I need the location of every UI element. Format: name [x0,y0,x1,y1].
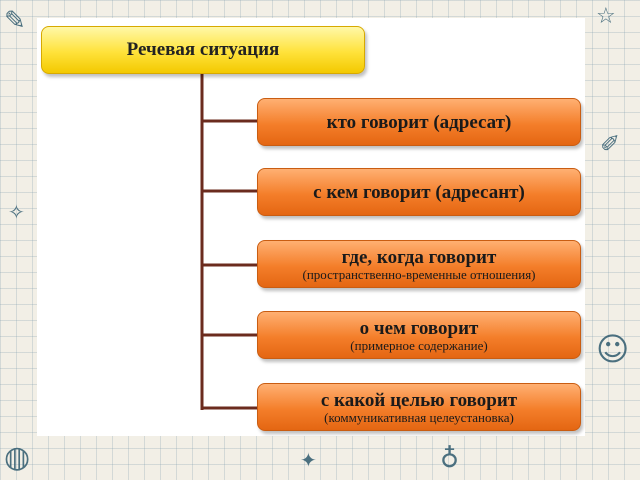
root-node-label: Речевая ситуация [126,39,280,60]
node-sublabel: (примерное содержание) [350,337,488,353]
brush-icon: ✐ [600,130,621,158]
star-icon: ☆ [596,4,616,29]
star-icon: ✧ [8,200,25,224]
node-purpose: с какой целью говорит (коммуникативная ц… [257,383,581,431]
node-label: кто говорит (адресат) [326,111,512,133]
node-label: о чем говорит [359,317,479,339]
node-sublabel: (пространственно-временные отношения) [302,266,536,282]
node-label: с какой целью говорит [320,389,518,411]
node-label: с кем говорит (адресант) [313,181,525,203]
star-icon: ✦ [300,448,317,472]
root-node: Речевая ситуация [41,26,365,74]
connector-lines [200,72,257,410]
node-label: где, когда говорит [341,246,497,268]
globe-icon: ◍ [4,440,31,475]
smiley-face-icon: ☺ [596,330,630,368]
diagram-slide: Речевая ситуация кто говорит (адресат) с… [37,18,585,436]
node-place-time: где, когда говорит (пространственно-врем… [257,240,581,288]
node-addressee: с кем говорит (адресант) [257,168,581,216]
apple-icon: ♁ [440,444,460,474]
node-sublabel: (коммуникативная целеустановка) [324,409,514,425]
node-speaker: кто говорит (адресат) [257,98,581,146]
node-topic: о чем говорит (примерное содержание) [257,311,581,359]
pencil-icon: ✎ [4,6,26,36]
